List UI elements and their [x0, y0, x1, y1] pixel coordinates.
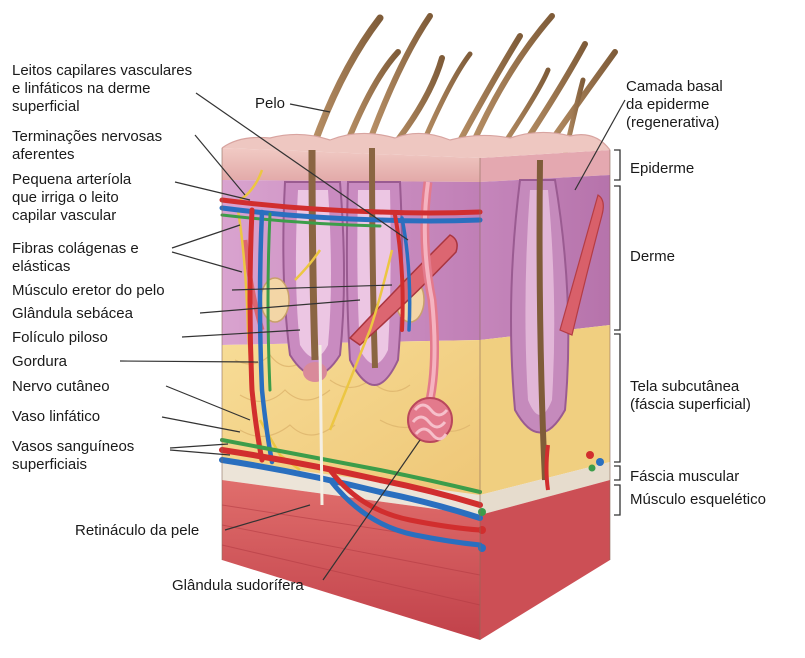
label-foliculo-piloso: Folículo piloso [12, 329, 108, 346]
label-vaso-linfatico: Vaso linfático [12, 408, 101, 425]
top-surface [221, 131, 611, 158]
label-glandula-sebacea: Glândula sebácea [12, 305, 133, 322]
label-pelo: Pelo [255, 95, 286, 112]
retinaculum-strands [318, 344, 324, 506]
muscle-side [480, 480, 610, 640]
label-fascia-muscular: Fáscia muscular [630, 468, 740, 485]
vessel-cross-sections [478, 508, 486, 552]
fascia-side [480, 462, 610, 515]
epidermis-front [222, 148, 480, 182]
label-gordura: Gordura [12, 353, 68, 370]
label-tela-subcutanea: Tela subcutânea(fáscia superficial) [630, 378, 751, 413]
layer-brackets [614, 149, 621, 516]
epidermis-side [480, 150, 610, 182]
label-nervo-cutaneo: Nervo cutâneo [12, 378, 110, 395]
label-derme: Derme [630, 248, 676, 265]
leader-lines [119, 92, 626, 581]
side-face [480, 150, 610, 640]
sweat-gland [407, 181, 453, 443]
label-glandula-sudorifera: Glândula sudorífera [172, 577, 304, 594]
label-musculo-eretor: Músculo eretor do pelo [12, 282, 165, 299]
label-epiderme: Epiderme [630, 160, 695, 177]
vessels-deep-plexus [219, 438, 483, 548]
label-retinaculo: Retináculo da pele [75, 522, 200, 539]
label-musculo-esqueletico: Músculo esquelético [630, 491, 766, 508]
vessels-vertical [247, 207, 412, 465]
